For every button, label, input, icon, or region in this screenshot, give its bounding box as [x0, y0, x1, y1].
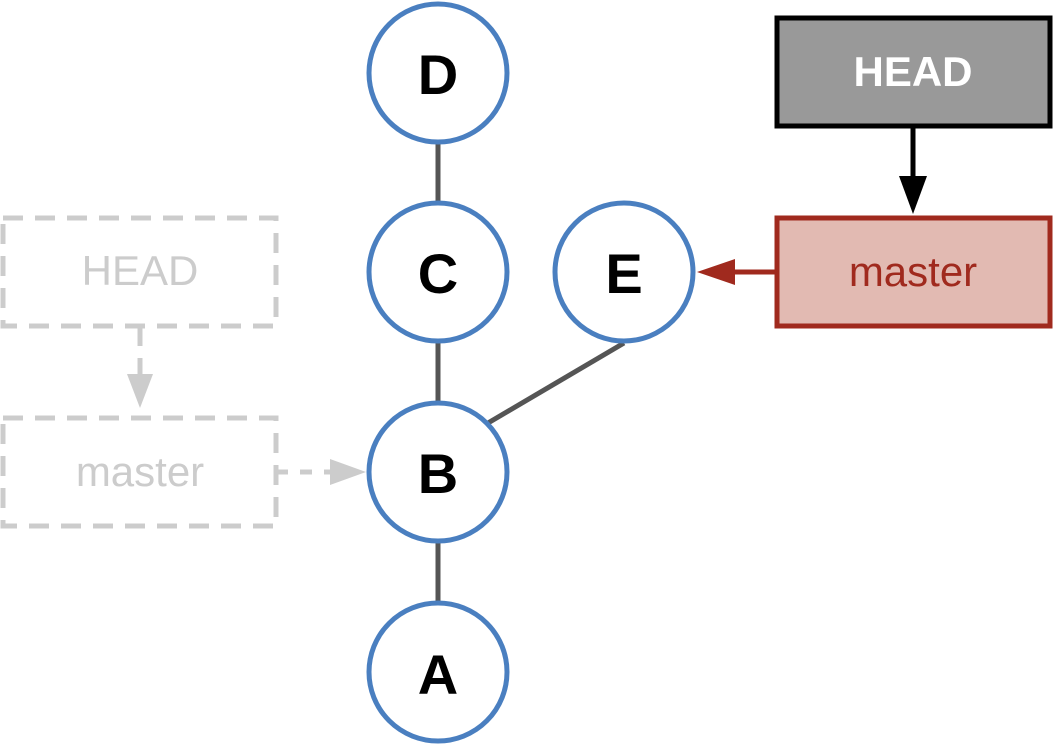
old-master-arrowhead — [330, 459, 366, 485]
commit-a: A — [366, 600, 510, 744]
commit-b: B — [366, 400, 510, 544]
head-ref: HEAD — [774, 15, 1053, 214]
edge-e-b — [486, 340, 626, 426]
commit-c-circle — [366, 200, 510, 344]
commit-a-circle — [366, 600, 510, 744]
old-refs: HEAD master — [0, 215, 366, 529]
old-master-label: master — [76, 448, 204, 495]
master-label: master — [849, 248, 977, 295]
head-label: HEAD — [853, 48, 972, 95]
commit-d: D — [366, 1, 510, 145]
commit-e-label: E — [605, 242, 642, 305]
commit-d-circle — [366, 1, 510, 145]
master-arrowhead — [697, 259, 735, 285]
master-box — [774, 215, 1053, 329]
head-box — [774, 15, 1053, 129]
commit-b-label: B — [418, 442, 458, 505]
commit-d-label: D — [418, 43, 458, 106]
master-ref: master — [697, 215, 1053, 329]
old-head-label: HEAD — [82, 247, 199, 294]
commit-a-label: A — [418, 643, 458, 706]
commit-e-circle — [552, 200, 696, 344]
head-arrowhead — [899, 176, 927, 214]
old-head-arrowhead — [127, 374, 153, 408]
commit-c: C — [366, 200, 510, 344]
commit-c-label: C — [418, 242, 458, 305]
commit-b-circle — [366, 400, 510, 544]
commit-e: E — [552, 200, 696, 344]
